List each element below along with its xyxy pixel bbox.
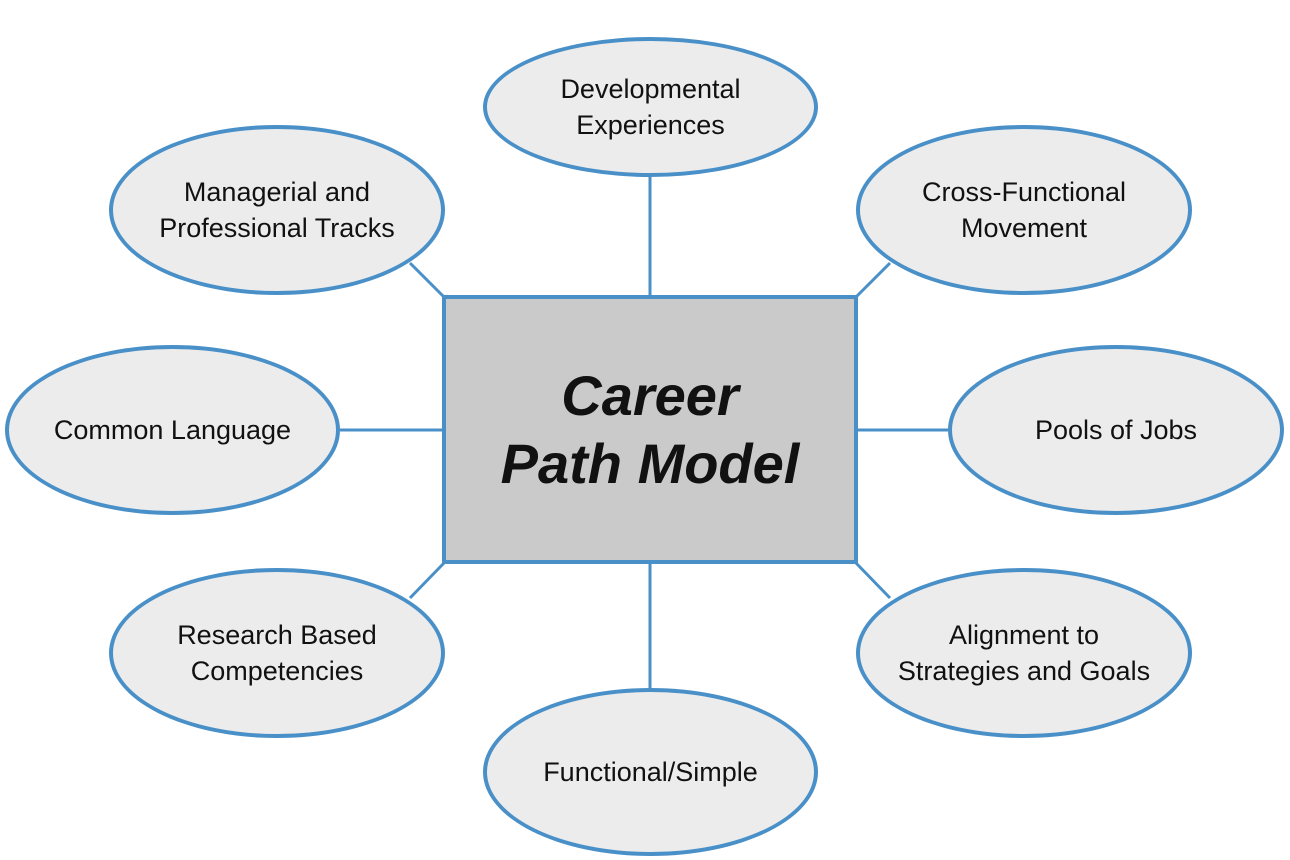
node-research-based-competencies: Research Based Competencies (109, 568, 445, 738)
connector-bottom-left (408, 561, 446, 600)
node-label: Alignment to Strategies and Goals (897, 620, 1151, 686)
center-label: Career Path Model (500, 363, 800, 495)
career-path-model-box: Career Path Model (442, 295, 858, 564)
connector-bottom-right (854, 561, 892, 600)
connector-top-right (854, 261, 892, 299)
connector-top-left (408, 261, 446, 299)
node-functional-simple: Functional/Simple (483, 688, 818, 856)
node-label: Managerial and Professional Tracks (159, 177, 395, 243)
node-label: Functional/Simple (543, 757, 758, 787)
node-cross-functional-movement: Cross-Functional Movement (856, 125, 1192, 295)
node-developmental-experiences: Developmental Experiences (483, 37, 818, 177)
node-label: Research Based Competencies (177, 620, 377, 686)
node-pools-of-jobs: Pools of Jobs (948, 345, 1284, 515)
node-managerial-professional-tracks: Managerial and Professional Tracks (109, 125, 445, 295)
node-alignment-strategies-goals: Alignment to Strategies and Goals (856, 568, 1192, 738)
node-label: Cross-Functional Movement (921, 177, 1127, 243)
node-label: Developmental Experiences (560, 74, 741, 140)
node-label: Common Language (53, 415, 292, 445)
node-common-language: Common Language (5, 345, 340, 515)
node-label: Pools of Jobs (1034, 415, 1198, 445)
